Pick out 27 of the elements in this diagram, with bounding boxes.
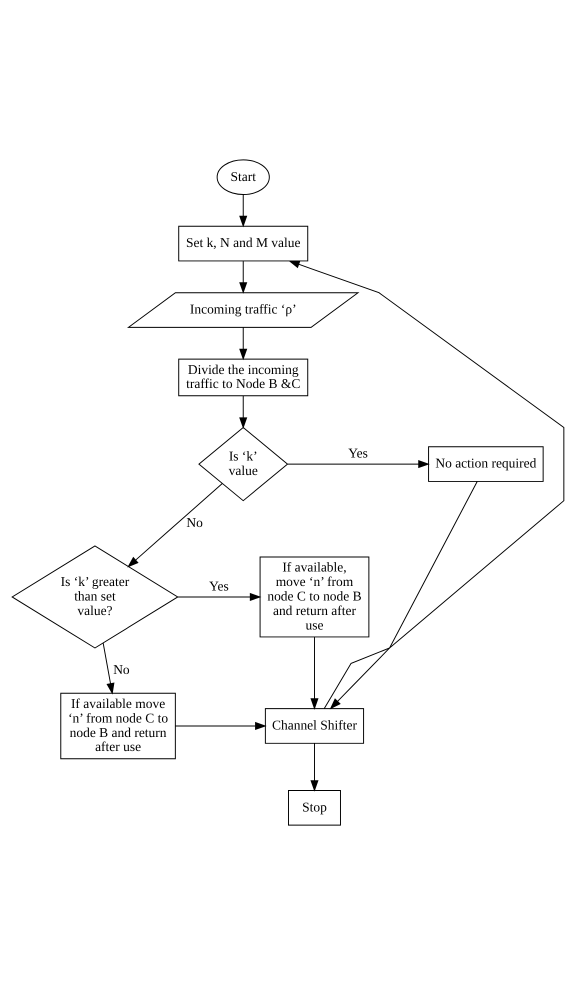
node-ellipse: Start — [216, 159, 270, 195]
node-box: If available, move ‘n’ from node C to node B and return after use — [260, 556, 370, 638]
arrow — [127, 483, 223, 568]
node-box: No action required — [428, 446, 544, 482]
edge-label: No — [186, 514, 203, 530]
node-box: Stop — [288, 790, 341, 826]
arrow — [239, 395, 248, 429]
arrow — [288, 260, 564, 709]
node-box: Set k, N and M value — [178, 226, 308, 262]
arrow — [102, 642, 114, 695]
arrow — [310, 743, 319, 792]
node-box: Divide the incoming traffic to Node B &C — [178, 358, 308, 396]
arrow — [287, 460, 430, 468]
edge-label: Yes — [348, 446, 368, 461]
node-box: If available move ‘n’ from node C to node B and return after use — [60, 692, 176, 760]
arrow — [175, 722, 267, 730]
node-box: Channel Shifter — [264, 708, 364, 744]
edge-label: No — [113, 662, 130, 678]
node-diamond: Is ‘k’ value — [198, 426, 288, 502]
edge-label: Yes — [209, 578, 229, 594]
arrow — [177, 592, 262, 602]
arrow — [239, 327, 248, 360]
node-diamond: Is ‘k’ greater than set value? — [11, 545, 179, 649]
arrow — [310, 636, 319, 710]
arrow — [239, 194, 248, 228]
arrow — [330, 481, 478, 710]
arrow — [239, 260, 248, 294]
